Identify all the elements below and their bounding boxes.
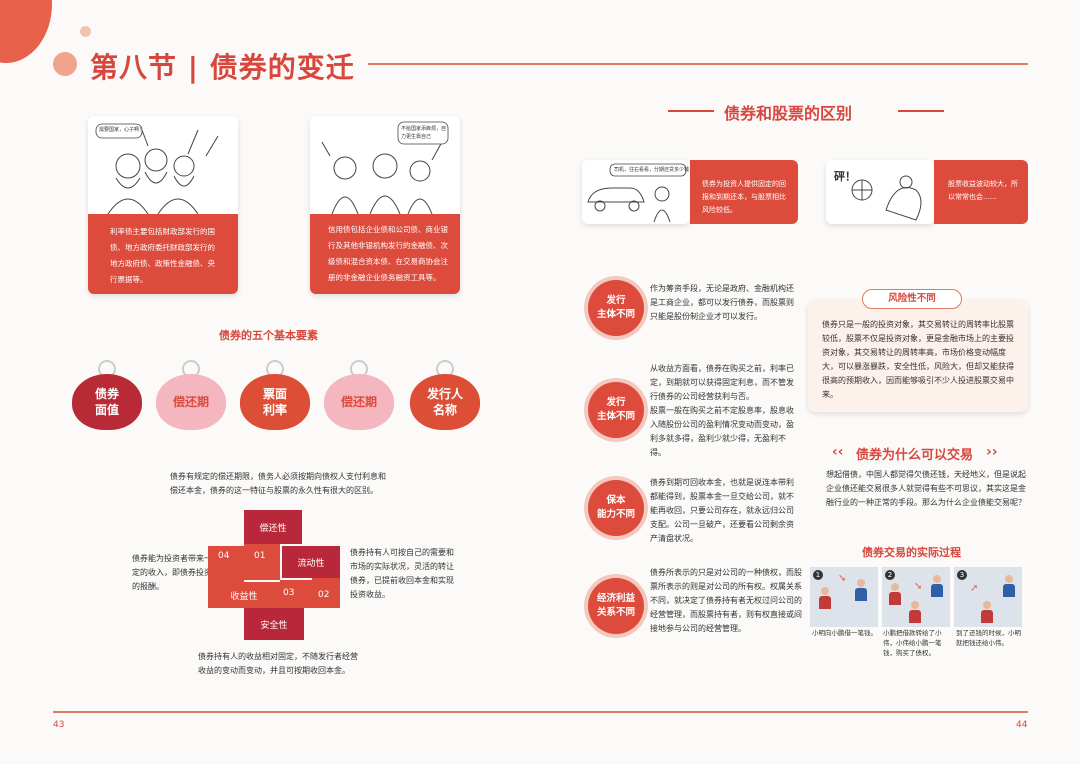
comic-speech-bubble: 不给国家添麻烦，自力更生靠自己 [401,126,447,140]
person-icon [1002,575,1016,597]
liquidity-description: 债券持有人可按自己的需要和市场的实际状况，灵活的转让债券，已提前收回本金和实现投… [350,548,454,599]
why-title-right-quote: ›› [986,444,998,460]
process-step-3-panel: 3 ➚ [954,567,1022,627]
feature-center-top [244,544,280,580]
process-step-1-panel: 1 ➘ [810,567,878,627]
feature-number-01: 01 [254,551,266,561]
car-illustration-icon [587,163,687,223]
feature-number-04: 04 [218,551,230,561]
element-tag-maturity: 偿还期 [156,360,226,432]
arrow-icon: ➚ [970,583,979,594]
element-tag-issuer: 发行人 名称 [410,360,480,432]
diff-label-issuer: 发行 主体不同 [588,280,644,336]
credit-bond-text: 信用债包括企业债和公司债、商业银行及其他非银机构发行的金融债、次级债和混合资本债… [310,214,460,294]
risk-box [808,300,1028,412]
risk-text: 债券只是一般的投资对象，其交易转让的周转率比股票较低，股票不仅是投资对象，更是金… [822,320,1014,399]
arrow-icon: ➘ [914,581,923,592]
why-title: 债券为什么可以交易 [856,448,974,463]
feature-income: 收益性 [208,582,280,608]
credit-bond-card: 不给国家添麻烦，自力更生靠自己 信用债包括企业债和公司债、商业银行及其他非银机构… [310,116,460,294]
process-caption-1: 小明向小鹏借一笔钱。 [812,629,877,637]
feature-number-02: 02 [318,590,330,600]
feature-liquidity: 流动性 [282,546,340,578]
process-step-2-panel: 2 ➘ [882,567,950,627]
section-title: 债券和股票的区别 [724,104,853,123]
person-icon [818,587,832,609]
title-divider [368,63,1028,65]
footer-divider [53,711,1028,713]
diff-label-relationship: 经济利益 关系不同 [588,578,644,634]
feature-left-top [208,546,244,582]
decorative-circle [0,0,52,63]
safety-description: 债券持有人的收益相对固定，不随发行者经营收益的变动而变动，并且可按期收回本金。 [198,652,358,675]
bond-comic-illustration: 司机，往右看看，分期还贷多少钱 [582,160,690,224]
arrow-icon: ➘ [838,573,847,584]
rate-bond-text: 利率债主要包括财政部发行的国债、地方政府委托财政部发行的地方政府债、政策性金融债… [88,214,238,294]
diff-text-relationship: 债券所表示的只是对公司的一种债权，而股票所表示的则是对公司的所有权。权属关系不同… [650,568,802,633]
process-caption-3: 到了还钱的时候，小明就把钱还给小伟。 [956,629,1021,647]
diff-text-issuer: 作为筹资手段，无论是政府、金融机构还是工商企业，都可以发行债券，而股票则只能是股… [650,284,794,321]
comic-speech-bubble: 需要国家，心子啊！ [99,127,145,133]
section-line-left [668,110,714,112]
title-dot [53,52,77,76]
diff-text-income: 从收益方面看，债券在购买之前，利率已定，到期就可以获得固定利息，而不管发行债券的… [650,364,794,457]
crowd-illustration-icon [95,123,219,215]
income-description: 债券能为投资者带来一定的收入，即债券投资的报酬。 [132,554,212,591]
rate-bond-card: 需要国家，心子啊！ 利率债主要包括财政部发行的国债、地方政府委托财政部发行的地方… [88,116,238,294]
workers-illustration-icon [321,121,449,215]
section-line-right [898,110,944,112]
stock-comic-bubble: 砰！ [834,170,856,183]
person-icon [930,575,944,597]
element-tag-maturity-2: 偿还期 [324,360,394,432]
decorative-dot [80,26,91,37]
bond-caption: 债券为投资人提供固定的回报和到期还本，与股票相比风险较低。 [690,160,798,224]
bond-comic-bubble: 司机，往右看看，分期还贷多少钱 [614,167,690,173]
donkey-illustration-icon [851,175,922,221]
stock-caption: 股票收益波动较大，所以常常也会…… [934,160,1028,224]
process-caption-2: 小鹏把借款转给了小伟，小伟给小鹏一笔钱，购买了债权。 [883,629,942,657]
repayment-description: 债券有规定的偿还期限，债务人必须按期向债权人支付利息和偿还本金，债券的这一特征与… [170,472,386,495]
feature-right-bottom [312,578,340,608]
self-reliance-comic-illustration: 不给国家添麻烦，自力更生靠自己 [310,116,460,215]
feature-repayment: 偿还性 [244,510,302,544]
person-icon [980,601,994,623]
process-title: 债券交易的实际过程 [862,546,961,559]
diff-label-income: 发行 主体不同 [588,382,644,438]
person-icon [888,583,902,605]
page-number-left: 43 [53,720,65,730]
element-tag-coupon-rate: 票面 利率 [240,360,310,432]
feature-number-03: 03 [283,588,295,598]
diff-text-principal: 债券到期可回收本金，也就是说连本带利都能得到，股票本金一旦交给公司，就不能再收回… [650,478,794,543]
why-title-left-quote: ‹‹ [832,444,844,460]
protest-comic-illustration: 需要国家，心子啊！ [88,116,238,215]
feature-safety: 安全性 [244,608,304,640]
feature-center-bottom [280,580,312,608]
why-text: 想起借债，中国人都觉得欠债还钱，天经地义，但是说起企业债还能交易很多人就觉得有些… [826,470,1026,507]
person-icon [854,579,868,601]
diff-label-principal: 保本 能力不同 [588,480,644,536]
stock-comic-illustration: 砰！ [826,160,934,224]
page-number-right: 44 [1016,720,1028,730]
element-tag-face-value: 债券 面值 [72,360,142,432]
page-title: 第八节 | 债券的变迁 [90,51,355,84]
person-icon [908,601,922,623]
elements-title: 债券的五个基本要素 [219,329,318,342]
risk-tag: 风险性不同 [862,289,962,309]
